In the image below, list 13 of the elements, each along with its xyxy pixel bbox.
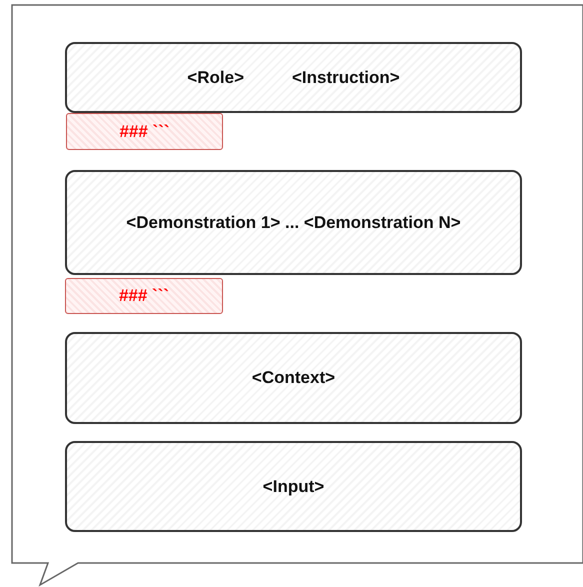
delimiter-tag	[65, 278, 223, 314]
placeholder-text: ### ```	[118, 286, 170, 306]
prompt-box	[65, 332, 522, 424]
placeholder-text: <Demonstration 1> ... <Demonstration N>	[125, 212, 462, 234]
placeholder-text: <Input>	[262, 476, 324, 496]
prompt-box	[65, 170, 522, 275]
placeholder-text: ### ```	[119, 122, 170, 142]
delimiter-tag	[66, 113, 223, 150]
placeholder-text: <Context>	[252, 368, 336, 388]
placeholder-text: <Instruction>	[292, 68, 400, 88]
placeholder-text: <Role>	[187, 68, 244, 88]
prompt-box	[65, 42, 522, 113]
prompt-box	[65, 441, 522, 532]
